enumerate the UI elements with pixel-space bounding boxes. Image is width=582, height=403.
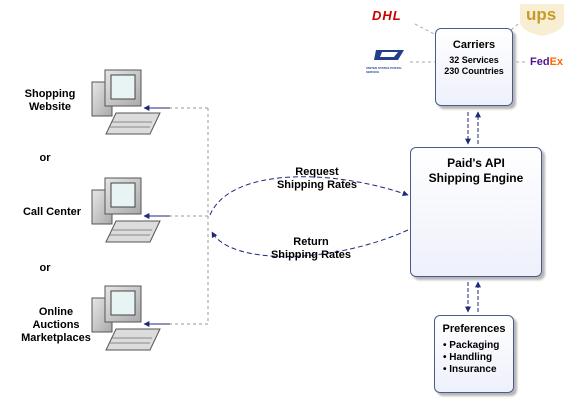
online-auctions-line1: Online — [38, 306, 74, 318]
carriers-title: Carriers — [452, 39, 496, 51]
return-arrow — [211, 229, 409, 257]
carriers-services: 32 Services — [449, 55, 499, 65]
return-line2: Shipping Rates — [270, 249, 352, 261]
preferences-box: Preferences Packaging Handling Insurance — [434, 315, 514, 393]
fedex-logo: FedEx — [530, 56, 563, 68]
usps-logo-text: UNITED STATES POSTAL SERVICE — [366, 66, 403, 74]
carriers-engine-arrows — [465, 111, 481, 145]
request-line2: Shipping Rates — [276, 179, 358, 191]
preferences-list: Packaging Handling Insurance — [443, 340, 499, 376]
shipping-engine-box: Paid's API Shipping Engine — [410, 147, 542, 277]
engine-title-line2: Shipping Engine — [428, 171, 524, 185]
dhl-logo: DHL — [372, 8, 402, 23]
computer-icon-call-center — [91, 177, 161, 243]
carriers-box: Carriers 32 Services 230 Countries — [435, 28, 513, 106]
shopping-website-line1: Shopping — [24, 88, 76, 100]
shopping-website-line2: Website — [29, 101, 71, 113]
request-shipping-rates-label: Request Shipping Rates — [262, 166, 372, 192]
preference-item: Insurance — [443, 364, 499, 376]
online-auctions-line3: Marketplaces — [21, 332, 91, 344]
return-line1: Return — [293, 236, 329, 248]
preference-item: Handling — [443, 352, 499, 364]
carriers-countries: 230 Countries — [444, 66, 504, 76]
or-label-2: or — [39, 262, 51, 274]
carrier-logo-connectors — [410, 23, 528, 63]
engine-title-line1: Paid's API — [447, 156, 505, 170]
ups-logo: ups — [526, 5, 557, 24]
call-center-label: Call Center — [22, 206, 82, 218]
preference-item: Packaging — [443, 340, 499, 352]
usps-logo — [374, 48, 408, 64]
fedex-logo-part1: Fed — [530, 56, 550, 68]
return-shipping-rates-label: Return Shipping Rates — [256, 236, 366, 262]
ups-logo-shield — [520, 4, 564, 36]
request-arrow — [209, 176, 409, 216]
engine-preferences-arrows — [465, 281, 481, 313]
fedex-logo-part2: Ex — [549, 56, 564, 68]
online-auctions-line2: Auctions — [32, 319, 80, 331]
request-line1: Request — [295, 166, 339, 178]
computer-icon-auctions — [91, 285, 161, 351]
or-label-1: or — [39, 152, 51, 164]
shopping-website-label: Shopping Website — [10, 88, 90, 114]
client-bracket-connector — [145, 107, 209, 325]
preferences-title: Preferences — [442, 323, 506, 335]
online-auctions-label: Online Auctions Marketplaces — [4, 306, 108, 345]
computer-icon-shopping — [91, 69, 161, 135]
